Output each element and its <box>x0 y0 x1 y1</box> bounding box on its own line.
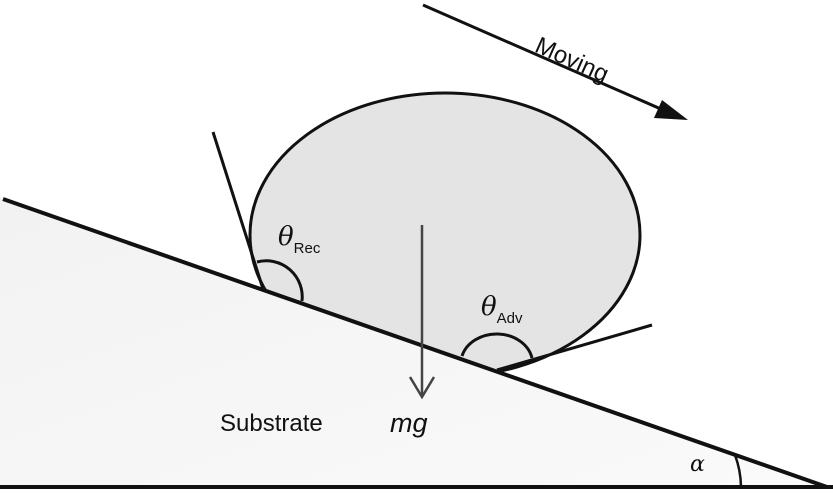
theta-symbol: θ <box>481 292 497 322</box>
receding-angle-arc <box>256 259 304 302</box>
rec-subscript: Rec <box>293 240 321 257</box>
alpha-label: α <box>690 452 705 477</box>
theta-rec-label: θRec <box>278 222 320 257</box>
advancing-tangent-line <box>496 323 653 372</box>
theta-adv-label: θAdv <box>481 292 523 327</box>
moving-arrowhead <box>654 100 688 120</box>
mg-label: mg <box>390 408 428 438</box>
alpha-angle-arc <box>733 454 743 488</box>
advancing-angle-arc <box>460 332 534 359</box>
moving-arrow <box>422 3 671 115</box>
receding-tangent-line <box>211 131 265 290</box>
adv-subscript: Adv <box>496 310 523 327</box>
theta-symbol: θ <box>278 222 294 252</box>
incline-surface <box>2 197 828 489</box>
gravity-arrowhead <box>408 376 436 400</box>
substrate-label: Substrate <box>220 410 323 437</box>
